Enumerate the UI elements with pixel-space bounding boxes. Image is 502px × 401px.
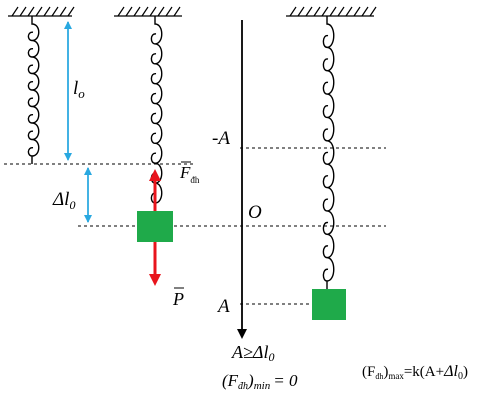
spring-equilibrium bbox=[150, 16, 163, 211]
ceiling-hatch-2 bbox=[114, 6, 182, 17]
l0-label: lo bbox=[73, 78, 85, 101]
reference-lines bbox=[4, 147, 386, 305]
spring-natural-length bbox=[27, 16, 40, 164]
delta-l0-label: Δl0 bbox=[52, 189, 75, 212]
ceiling-hatch-1 bbox=[8, 6, 75, 17]
weight-label: P bbox=[172, 289, 184, 309]
ceiling-hatch-3 bbox=[286, 6, 377, 17]
origin-label: O bbox=[248, 202, 262, 223]
max-force-label: (Fđh)max=k(A+Δl0) bbox=[362, 363, 468, 382]
elastic-force-label: Fđh bbox=[179, 163, 200, 185]
mass-block-equilibrium bbox=[137, 211, 173, 242]
dimension-arrows bbox=[64, 21, 92, 223]
spring-oscillating bbox=[322, 16, 335, 289]
condition-label: A≥Δl0 bbox=[231, 342, 274, 364]
neg-amplitude-label: -A bbox=[212, 128, 230, 149]
pos-amplitude-label: A bbox=[216, 296, 230, 317]
min-force-label: (Fđh)min= 0 bbox=[222, 371, 298, 392]
mass-block-amplitude bbox=[312, 289, 346, 320]
